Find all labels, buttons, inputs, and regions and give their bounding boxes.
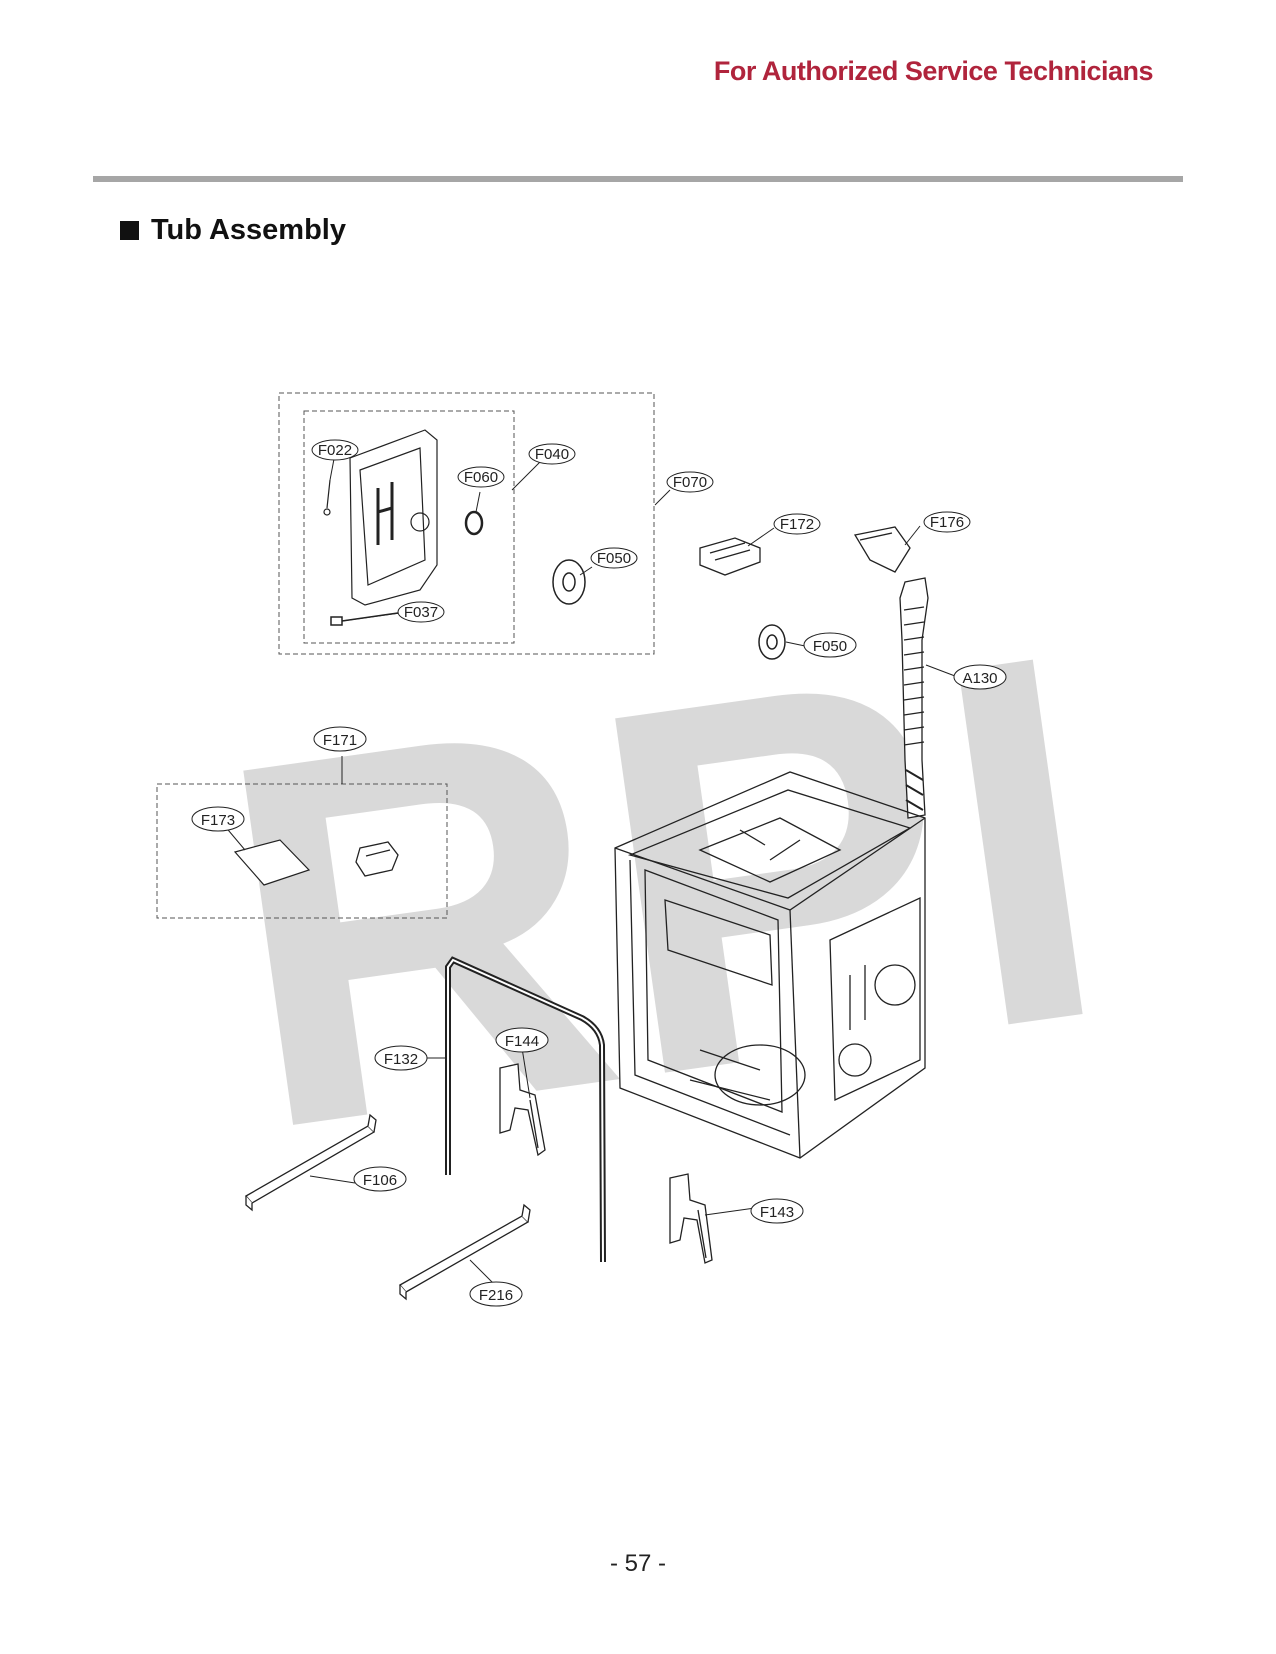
svg-text:F132: F132: [384, 1051, 418, 1068]
part-o-ring: [464, 510, 484, 536]
svg-text:F022: F022: [318, 442, 352, 459]
part-f172: [699, 537, 761, 576]
svg-text:F037: F037: [404, 604, 438, 621]
watermark: RPI: [193, 544, 1132, 1240]
callout-a130: A130: [953, 664, 1007, 690]
svg-text:F050: F050: [597, 550, 631, 567]
group-box-f171: [156, 783, 448, 919]
callout-f132: F132: [374, 1045, 428, 1071]
part-disc-f050-b: [758, 624, 786, 660]
svg-text:F060: F060: [464, 469, 498, 486]
callout-f176: F176: [923, 511, 971, 533]
callout-f060: F060: [457, 466, 505, 488]
svg-text:F050: F050: [813, 638, 847, 655]
callout-f050-upper: F050: [590, 547, 638, 569]
callout-f144: F144: [495, 1027, 549, 1053]
square-bullet-icon: [120, 221, 139, 240]
callout-f143: F143: [750, 1198, 804, 1224]
svg-text:F173: F173: [201, 812, 235, 829]
svg-text:F172: F172: [780, 516, 814, 533]
svg-text:F070: F070: [673, 474, 707, 491]
section-heading: Tub Assembly: [120, 214, 346, 247]
part-hinge-f144: [499, 1063, 546, 1157]
part-hinge-f143: [669, 1173, 713, 1264]
part-f176: [853, 526, 911, 573]
callout-f040: F040: [528, 443, 576, 465]
part-drain-hose: [899, 577, 929, 819]
svg-text:F143: F143: [760, 1204, 794, 1221]
svg-text:A130: A130: [962, 670, 997, 687]
callout-f037: F037: [397, 601, 445, 623]
leader-lines: [217, 458, 956, 1291]
part-disc-f050-a: [552, 559, 586, 605]
svg-text:F171: F171: [323, 732, 357, 749]
svg-text:F176: F176: [930, 514, 964, 531]
svg-text:F216: F216: [479, 1287, 513, 1304]
part-tub: [614, 771, 926, 1159]
header-divider: [93, 176, 1183, 182]
svg-text:F040: F040: [535, 446, 569, 463]
part-f171: [355, 841, 399, 877]
group-box-f040: [303, 410, 515, 644]
header-service-notice: For Authorized Service Technicians: [713, 56, 1154, 86]
part-label-sheet: [233, 839, 311, 886]
callout-f216: F216: [469, 1281, 523, 1307]
callout-f172: F172: [773, 513, 821, 535]
group-box-f070: [278, 392, 655, 655]
svg-text:F106: F106: [363, 1172, 397, 1189]
callouts: F022 F040 F060 F070 F050 F037 F172 F176: [191, 439, 1007, 1307]
callout-f070: F070: [666, 471, 714, 493]
part-dispenser-panel: [323, 429, 438, 606]
callout-f022: F022: [311, 439, 359, 461]
callout-f106: F106: [353, 1166, 407, 1192]
part-rail-f216: [398, 1203, 531, 1301]
callout-f173: F173: [191, 806, 245, 832]
section-title: Tub Assembly: [151, 214, 346, 246]
page-number: - 57 -: [609, 1550, 666, 1577]
callout-f050-lower: F050: [803, 632, 857, 658]
callout-f171: F171: [313, 726, 367, 752]
part-rail-f106: [244, 1113, 377, 1212]
svg-text:F144: F144: [505, 1033, 539, 1050]
